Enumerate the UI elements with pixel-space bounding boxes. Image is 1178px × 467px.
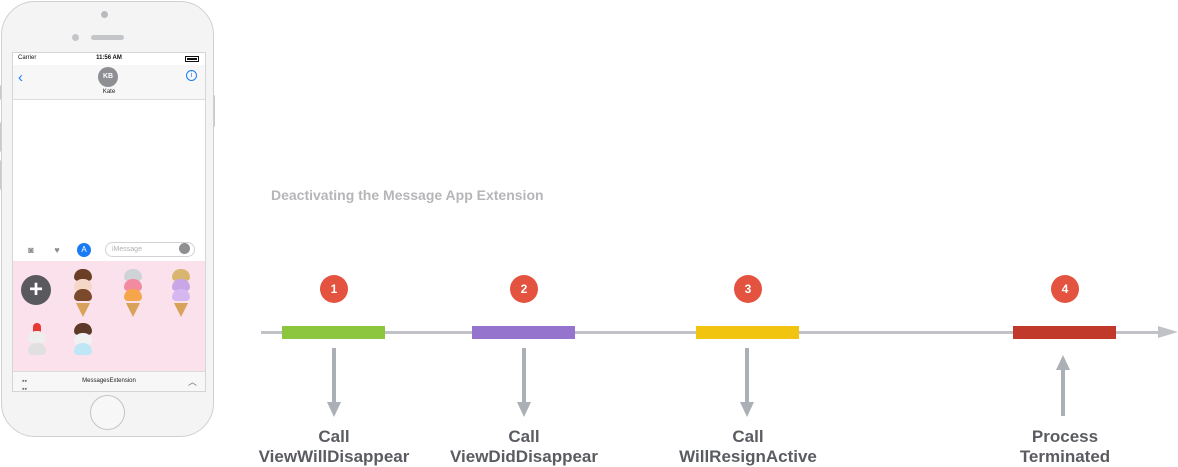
conversation-header: ‹ KB Kate i [13, 65, 205, 100]
camera-dot [101, 11, 108, 18]
step-2-label: Call ViewDidDisappear [434, 427, 614, 467]
extension-name: MessagesExtension [82, 378, 136, 384]
step-3-segment [696, 326, 799, 339]
message-input-bar: ◙ ♥ A iMessage [13, 239, 205, 261]
timeline-arrowhead-icon [1158, 326, 1178, 338]
step-3-label-line2: WillResignActive [679, 447, 817, 466]
step-2-label-line1: Call [508, 427, 540, 446]
sticker-ice-cream-sundae[interactable] [27, 321, 47, 369]
heart-icon[interactable]: ♥ [54, 245, 60, 255]
step-2-segment [472, 326, 575, 339]
step-3-arrow-down-icon [740, 402, 754, 417]
sticker-ice-cream-chocolate[interactable] [73, 267, 93, 317]
step-4-arrow-shaft [1061, 369, 1065, 416]
sticker-ice-cream-orange[interactable] [123, 267, 143, 317]
camera-icon[interactable]: ◙ [28, 245, 34, 255]
step-4-badge: 4 [1051, 275, 1079, 303]
step-1-segment [282, 326, 385, 339]
step-1-label: Call ViewWillDisappear [244, 427, 424, 467]
step-3-label: Call WillResignActive [658, 427, 838, 467]
sticker-browser: + [13, 261, 205, 371]
step-2-arrow-shaft [522, 348, 526, 402]
step-2-badge: 2 [510, 275, 538, 303]
step-2-label-line2: ViewDidDisappear [449, 447, 599, 466]
carrier-label: Carrier [18, 55, 37, 61]
diagram-title: Deactivating the Message App Extension [271, 187, 544, 203]
step-4-label: Process Terminated [975, 427, 1155, 467]
extension-bottom-bar: ▪▪▪▪ MessagesExtension ︿ [13, 371, 205, 392]
step-3-badge: 3 [734, 275, 762, 303]
step-1-badge: 1 [320, 275, 348, 303]
mic-icon[interactable] [179, 243, 190, 254]
home-button[interactable] [90, 395, 125, 430]
step-1-label-line2: ViewWillDisappear [258, 447, 410, 466]
step-1-label-line1: Call [318, 427, 350, 446]
step-4-label-line1: Process [1031, 427, 1099, 446]
status-bar: Carrier 11:56 AM [13, 53, 205, 65]
battery-icon [185, 56, 199, 62]
sticker-ice-cream-mint[interactable] [73, 321, 93, 369]
app-drawer-grid-icon[interactable]: ▪▪▪▪ [22, 378, 27, 392]
chevron-up-icon[interactable]: ︿ [187, 377, 197, 387]
avatar[interactable]: KB [98, 67, 118, 87]
phone-screen: Carrier 11:56 AM ‹ KB Kate i ◙ ♥ A iMess… [12, 52, 206, 392]
iphone-mockup: Carrier 11:56 AM ‹ KB Kate i ◙ ♥ A iMess… [0, 0, 216, 440]
earpiece-speaker [91, 35, 124, 40]
status-time: 11:56 AM [96, 55, 122, 61]
info-icon[interactable]: i [186, 70, 197, 81]
step-4-arrow-up-icon [1056, 355, 1070, 370]
step-1-arrow-down-icon [327, 402, 341, 417]
back-chevron-icon[interactable]: ‹ [18, 69, 23, 86]
step-1-arrow-shaft [332, 348, 336, 402]
step-4-segment [1013, 326, 1116, 339]
sticker-ice-cream-lavender[interactable] [171, 267, 191, 317]
step-3-arrow-shaft [745, 348, 749, 402]
add-sticker-plus-icon[interactable]: + [21, 275, 51, 305]
step-4-label-line2: Terminated [1019, 447, 1111, 466]
step-3-label-line1: Call [732, 427, 764, 446]
front-camera [72, 34, 79, 41]
contact-name: Kate [102, 89, 116, 95]
step-2-arrow-down-icon [517, 402, 531, 417]
app-store-icon[interactable]: A [77, 243, 91, 257]
imessage-input[interactable]: iMessage [105, 242, 195, 257]
